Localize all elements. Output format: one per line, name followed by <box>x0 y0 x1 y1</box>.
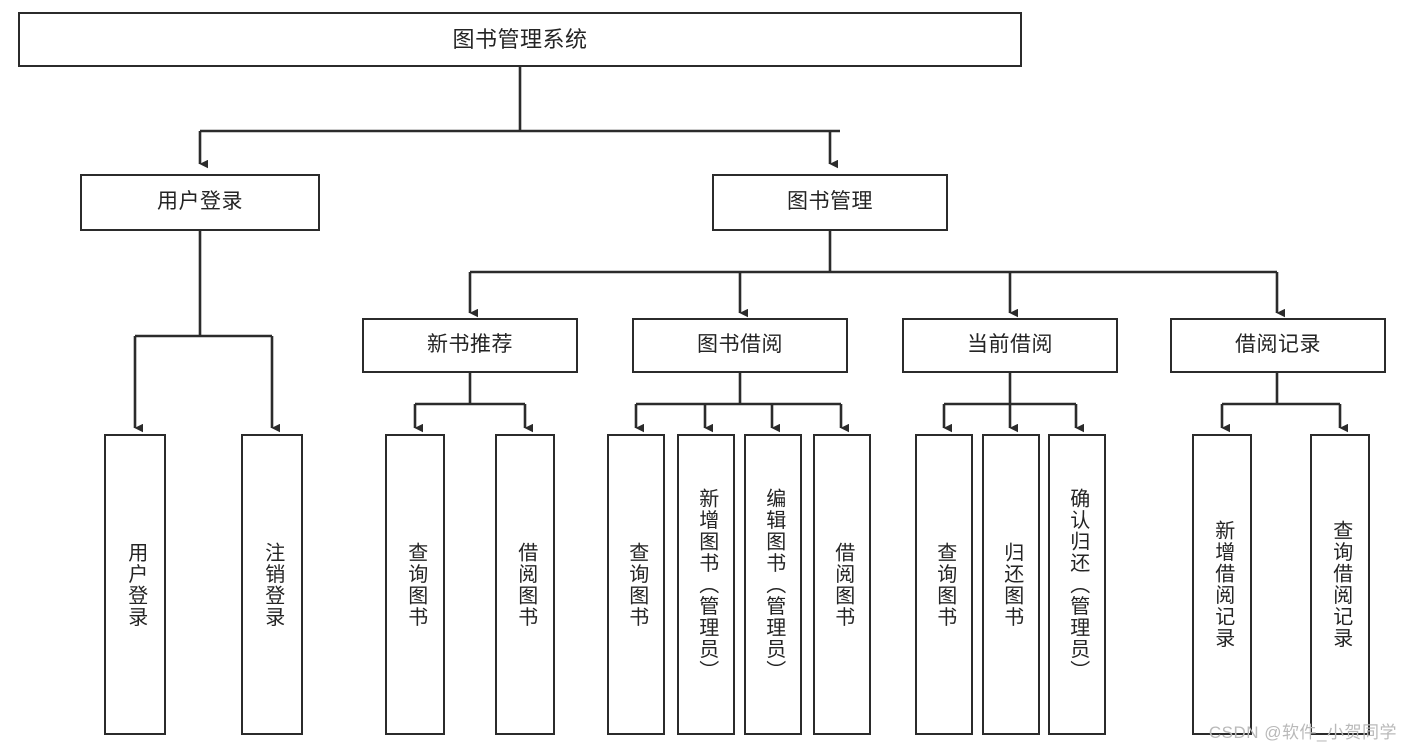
leaf-new-book-borrow[interactable]: 借阅图书 <box>495 434 555 735</box>
leaf-current-borrow-return[interactable]: 归还图书 <box>982 434 1040 735</box>
leaf-book-borrow-edit[interactable]: 编辑图书（管理员） <box>744 434 802 735</box>
leaf-new-book-query[interactable]: 查询图书 <box>385 434 445 735</box>
leaf-book-borrow-query[interactable]: 查询图书 <box>607 434 665 735</box>
node-label: 查询图书 <box>625 541 648 628</box>
edges-userlogin-to-leaves <box>133 231 280 433</box>
node-root-system[interactable]: 图书管理系统 <box>18 12 1022 67</box>
node-label: 图书管理系统 <box>452 26 588 52</box>
node-label: 新增借阅记录 <box>1211 520 1234 649</box>
edges-newbook-to-leaves <box>413 373 533 433</box>
leaf-user-login-logout[interactable]: 注销登录 <box>241 434 303 735</box>
node-label: 查询图书 <box>404 541 427 628</box>
node-label: 借阅图书 <box>831 541 854 628</box>
node-label: 新书推荐 <box>427 333 513 357</box>
leaf-borrow-record-query[interactable]: 查询借阅记录 <box>1310 434 1370 735</box>
leaf-book-borrow-add[interactable]: 新增图书（管理员） <box>677 434 735 735</box>
edges-root-to-level2 <box>198 67 840 169</box>
node-label: 用户登录 <box>124 541 147 628</box>
node-current-borrow[interactable]: 当前借阅 <box>902 318 1118 373</box>
node-label: 编辑图书（管理员） <box>762 487 785 682</box>
csdn-watermark: CSDN @软件_小贺同学 <box>1208 723 1397 742</box>
node-label: 图书借阅 <box>697 333 783 357</box>
node-label: 借阅记录 <box>1235 333 1321 357</box>
node-label: 确认归还（管理员） <box>1066 487 1089 682</box>
leaf-borrow-record-add[interactable]: 新增借阅记录 <box>1192 434 1252 735</box>
node-book-borrow[interactable]: 图书借阅 <box>632 318 848 373</box>
node-borrow-record[interactable]: 借阅记录 <box>1170 318 1386 373</box>
leaf-user-login-login[interactable]: 用户登录 <box>104 434 166 735</box>
node-book-management[interactable]: 图书管理 <box>712 174 948 231</box>
node-label: 借阅图书 <box>514 541 537 628</box>
node-label: 用户登录 <box>157 190 243 214</box>
node-label: 归还图书 <box>1000 541 1023 628</box>
node-label: 新增图书（管理员） <box>695 487 718 682</box>
node-label: 查询图书 <box>933 541 956 628</box>
node-new-book-recommend[interactable]: 新书推荐 <box>362 318 578 373</box>
edges-bookborrow-to-leaves <box>634 373 849 433</box>
leaf-book-borrow-lend[interactable]: 借阅图书 <box>813 434 871 735</box>
edges-currentborrow-to-leaves <box>942 373 1084 433</box>
node-label: 查询借阅记录 <box>1329 520 1352 649</box>
leaf-current-borrow-query[interactable]: 查询图书 <box>915 434 973 735</box>
node-label: 图书管理 <box>787 190 873 214</box>
leaf-current-borrow-confirm-return[interactable]: 确认归还（管理员） <box>1048 434 1106 735</box>
edges-borrowrecord-to-leaves <box>1220 373 1348 433</box>
edges-bookmgmt-to-level3 <box>468 231 1285 318</box>
node-label: 注销登录 <box>261 541 284 628</box>
node-user-login[interactable]: 用户登录 <box>80 174 320 231</box>
node-label: 当前借阅 <box>967 333 1053 357</box>
